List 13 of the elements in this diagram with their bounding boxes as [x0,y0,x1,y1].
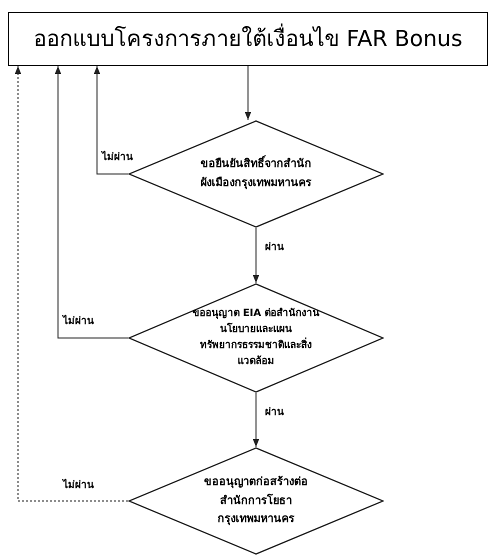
arrow [252,392,260,448]
arrow [14,66,128,502]
arrow [54,66,128,338]
arrow [244,66,252,120]
process-box [8,12,488,66]
decision-diamond [128,283,384,393]
decision-text: ขออนุญาตก่อสร้างต่อสำนักการโยธากรุงเทพมหานคร [203,474,309,528]
arrow [252,228,260,284]
decision-text: ขออนุญาต EIA ต่อสำนักงานนโยบายและแผนทรัพยากรธรรมชาติและสิ่งแวดล้อม [191,306,321,369]
arrow [94,66,128,174]
process-text: ออกแบบโครงการภายใต้เงื่อนไข FAR Bonus [13,22,483,56]
decision-text: ขอยืนยันสิทธิ์จากสำนักผังเมืองกรุงเทพมหานคร [200,155,312,192]
decision-diamond [128,447,384,555]
